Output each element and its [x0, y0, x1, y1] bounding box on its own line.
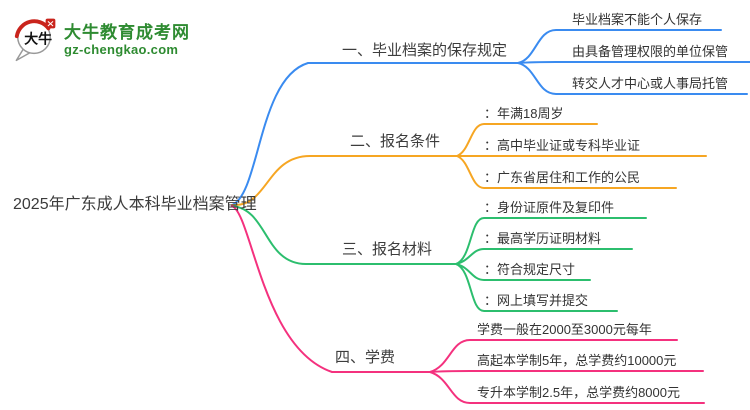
branch2-label[interactable]: 二、报名条件 — [350, 133, 441, 150]
site-logo[interactable]: 大牛 大牛教育成考网 gz-chengkao.com — [8, 12, 190, 66]
logo-brand-name: 大牛教育成考网 — [64, 23, 190, 42]
branch4-label[interactable]: 四、学费 — [335, 349, 396, 366]
branch2-child2[interactable]: ：高中毕业证或专科毕业证 — [484, 138, 641, 153]
logo-mark-text: 大牛 — [24, 31, 52, 47]
branch2-child3[interactable]: ：广东省居住和工作的公民 — [484, 170, 641, 185]
branch1-child1[interactable]: 毕业档案不能个人保存 — [572, 12, 703, 27]
branch1-child2-line — [517, 61, 750, 64]
root-topic[interactable]: 2025年广东成人本科毕业档案管理 — [13, 196, 257, 213]
branch3-child3[interactable]: ：符合规定尺寸 — [484, 262, 576, 277]
branch1-child3[interactable]: 转交人才中心或人事局托管 — [572, 76, 729, 91]
branch4-child3[interactable]: 专升本学制2.5年，总学费约8000元 — [477, 385, 680, 400]
logo-red-arc — [14, 19, 51, 39]
branch4-main-line — [231, 205, 431, 373]
branch1-child2[interactable]: 由具备管理权限的单位保管 — [572, 44, 729, 59]
branch3-label[interactable]: 三、报名材料 — [342, 241, 433, 258]
logo-domain: gz-chengkao.com — [64, 42, 179, 57]
branch3-child2[interactable]: ：最高学历证明材料 — [484, 231, 602, 246]
branch4-child2-line — [429, 370, 704, 373]
branch4-child1[interactable]: 学费一般在2000至3000元每年 — [477, 322, 652, 337]
branch3-child4[interactable]: ：网上填写并提交 — [484, 293, 589, 308]
branch2-child1[interactable]: ：年满18周岁 — [484, 106, 564, 121]
branch3-child1[interactable]: ：身份证原件及复印件 — [484, 200, 615, 215]
branch2-main-line — [231, 155, 458, 207]
branch1-label[interactable]: 一、毕业档案的保存规定 — [342, 42, 508, 59]
logo-bubble-icon: 大牛 — [14, 18, 56, 62]
branch4-child2[interactable]: 高起本学制5年，总学费约10000元 — [477, 353, 677, 368]
